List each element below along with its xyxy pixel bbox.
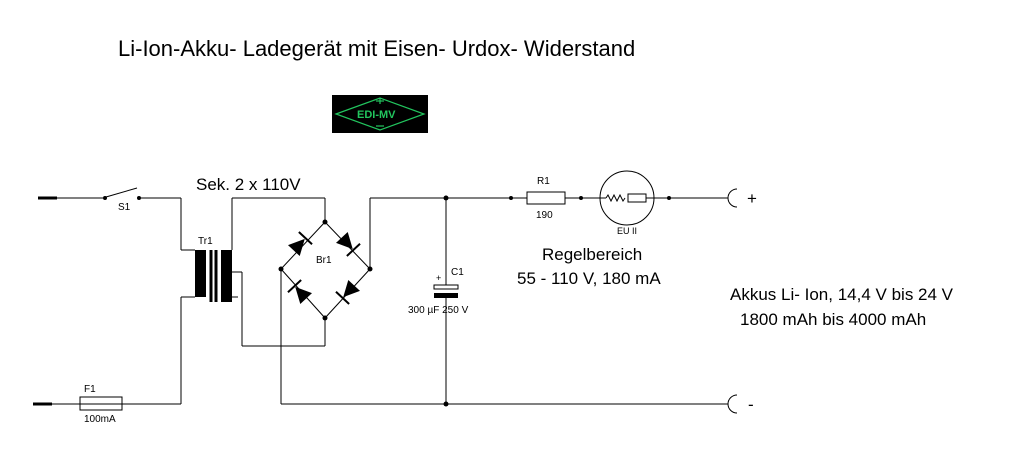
bridge-rectifier-br1 bbox=[278, 219, 373, 321]
transformer-tr1 bbox=[195, 250, 232, 302]
switch-s1 bbox=[57, 187, 181, 200]
resistor-value: 190 bbox=[536, 210, 553, 221]
fuse-value: 100mA bbox=[84, 414, 116, 425]
minus-label: - bbox=[748, 395, 754, 414]
capacitor-c1: + bbox=[433, 198, 459, 404]
diagram-title: Li-Ion-Akku- Ladegerät mit Eisen- Urdox-… bbox=[118, 36, 635, 61]
akku-line2: 1800 mAh bis 4000 mAh bbox=[740, 310, 926, 329]
regel-value: 55 - 110 V, 180 mA bbox=[517, 269, 661, 288]
fuse-f1 bbox=[52, 396, 181, 411]
resistor-label: R1 bbox=[537, 176, 550, 187]
capacitor-value: 300 µF 250 V bbox=[408, 305, 469, 316]
logo-text: EDI-MV bbox=[357, 109, 396, 121]
bridge-label: Br1 bbox=[316, 255, 332, 266]
transformer-label: Tr1 bbox=[198, 236, 213, 247]
capacitor-label: C1 bbox=[451, 267, 464, 278]
urdox-resistor-eu2 bbox=[599, 170, 690, 226]
switch-label: S1 bbox=[118, 202, 131, 213]
svg-text:+: + bbox=[436, 273, 441, 283]
output-terminal-minus bbox=[723, 394, 738, 414]
resistor-r1 bbox=[509, 191, 599, 205]
fuse-label: F1 bbox=[84, 384, 96, 395]
secondary-label: Sek. 2 x 110V bbox=[196, 175, 301, 194]
output-terminal-plus bbox=[722, 188, 738, 208]
urdox-label: EU II bbox=[617, 226, 637, 236]
plus-label: + bbox=[747, 189, 757, 208]
edi-mv-logo: EDI-MV bbox=[332, 95, 428, 133]
regel-title: Regelbereich bbox=[542, 245, 642, 264]
akku-line1: Akkus Li- Ion, 14,4 V bis 24 V bbox=[730, 285, 954, 304]
